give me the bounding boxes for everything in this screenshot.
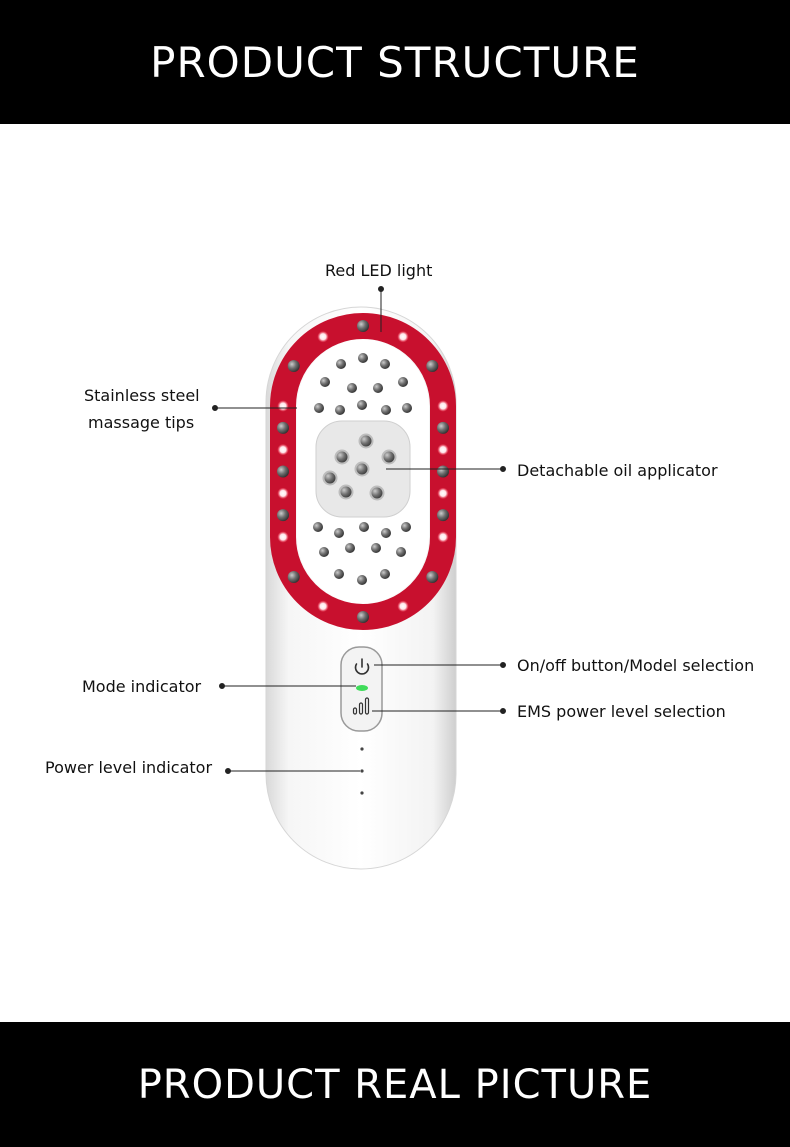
massage-tip [334,528,344,538]
label-mode-indicator: Mode indicator [82,677,202,696]
massage-tip [359,522,369,532]
led-light [277,531,289,543]
top-banner: PRODUCT STRUCTURE [0,0,790,124]
led-light [317,600,329,612]
applicator-tip [354,461,370,477]
power-level-dot-3 [360,791,364,795]
label-oil-applicator: Detachable oil applicator [517,461,718,480]
massage-tip [320,377,330,387]
massage-tip [381,528,391,538]
massage-tip [357,575,367,585]
applicator-tip [322,470,338,486]
led-ring-tip [357,611,369,623]
massage-tip [314,403,324,413]
applicator-tip [369,485,385,501]
led-light [437,444,449,456]
massage-tip [401,522,411,532]
applicator-tip [334,449,350,465]
power-icon[interactable] [354,658,370,675]
massage-tip [347,383,357,393]
led-light [277,487,289,499]
led-ring-tip [437,509,449,522]
led-ring-tip [287,360,300,372]
massage-tip [371,543,381,553]
massage-tip [345,543,355,553]
massage-tip [358,353,368,363]
section-title-structure: PRODUCT STRUCTURE [150,37,640,87]
massage-tip [380,569,390,579]
led-ring-tip [277,465,289,478]
led-ring-tip [287,571,300,583]
led-ring-tip [426,571,439,583]
led-dots [277,320,449,623]
led-ring-tip [277,421,289,434]
led-light [397,331,409,343]
power-level-dot-1 [360,747,364,751]
massage-tip [334,569,344,579]
led-ring-tip [437,465,449,478]
section-title-real-picture: PRODUCT REAL PICTURE [137,1061,653,1108]
massage-tip [319,547,329,557]
label-power-level-indicator: Power level indicator [45,758,213,777]
massage-tip [373,383,383,393]
label-massage-tips-line2: massage tips [88,413,195,432]
label-ems-level: EMS power level selection [517,702,726,721]
applicator-tip [381,449,397,465]
label-power-button: On/off button/Model selection [517,656,755,675]
led-light [317,331,329,343]
ems-level-icon[interactable] [352,697,370,715]
led-ring-tip [426,360,439,372]
massage-tip [357,400,367,410]
bottom-banner: PRODUCT REAL PICTURE [0,1022,790,1147]
led-light [437,487,449,499]
led-light [277,400,289,412]
massage-tip [335,405,345,415]
massage-tips [313,353,412,585]
massage-tip [381,405,391,415]
applicator-tip [358,433,374,449]
led-light [397,600,409,612]
massage-tip [402,403,412,413]
massage-tip [398,377,408,387]
label-red-led: Red LED light [325,261,433,280]
applicator-tips [322,433,397,501]
power-level-dot-2 [360,769,364,773]
led-ring-tip [357,320,369,332]
applicator-tip [338,484,354,500]
massage-tip [380,359,390,369]
led-light [437,400,449,412]
led-light [437,531,449,543]
led-ring-tip [437,421,449,434]
label-massage-tips-line1: Stainless steel [84,386,200,405]
massage-tip [313,522,323,532]
led-ring-tip [277,509,289,522]
massage-tip [396,547,406,557]
mode-indicator-light [356,685,368,691]
led-light [277,444,289,456]
massage-tip [336,359,346,369]
